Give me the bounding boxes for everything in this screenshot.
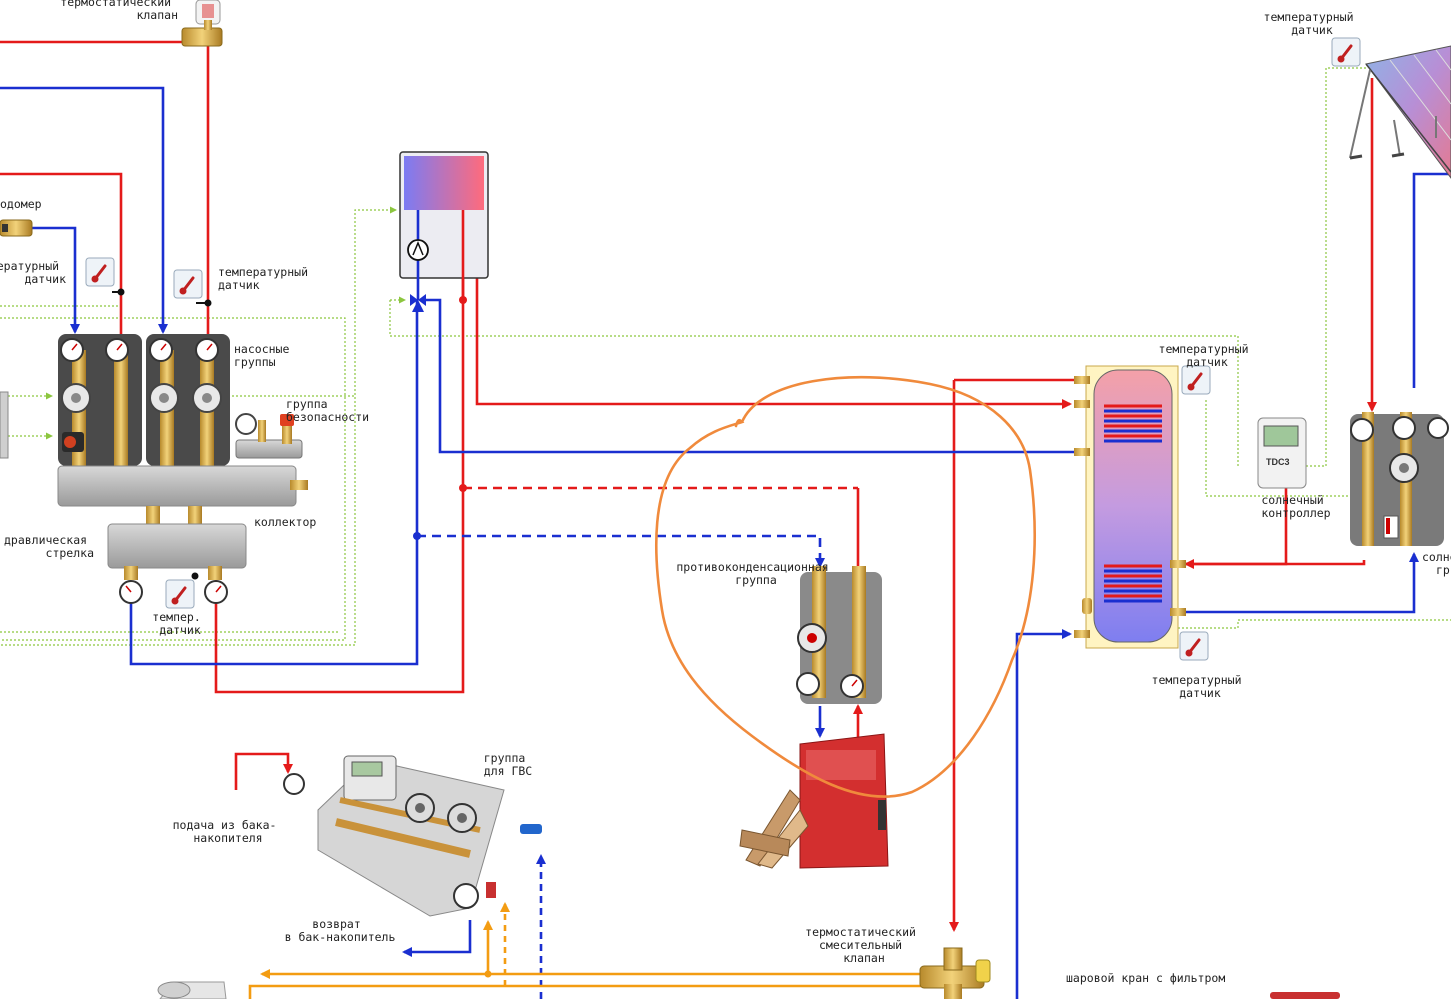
- pump-icon: [405, 793, 435, 823]
- pump-icon: [797, 623, 827, 653]
- supply-junction-dot-2: [459, 484, 467, 492]
- label-collector: коллектор: [254, 515, 316, 529]
- dhw-group: [283, 755, 542, 917]
- solar-controller: TDC3: [1257, 417, 1307, 489]
- label-temp-sensor-tank-bottom: температурный датчик: [1152, 673, 1249, 700]
- solar-panels: [1349, 45, 1451, 179]
- gauge-icon: [60, 338, 84, 362]
- gauge-icon: [796, 672, 820, 696]
- gauge-icon: [1427, 417, 1449, 439]
- firewood-icon: [739, 789, 809, 869]
- solar-controller-model: TDC3: [1266, 457, 1290, 467]
- pump-icon: [1389, 453, 1419, 483]
- label-ball-valve-filter: шаровой кран с фильтром: [1066, 971, 1225, 985]
- label-anticondensation: противоконденсационная группа: [676, 560, 835, 587]
- anticondensation-group: [796, 566, 882, 704]
- thermometer-icon: [1179, 631, 1209, 661]
- label-hydraulic-arrow: дравлическая стрелка: [4, 533, 94, 560]
- gauge-icon: [195, 338, 219, 362]
- gauge-icon: [840, 674, 864, 698]
- return-pipes: [0, 86, 1451, 999]
- thermostatic-mixing-valve: [919, 947, 991, 999]
- dhw-junction-dot: [484, 970, 492, 978]
- label-temp-sensor-short: темпер. датчик: [152, 610, 207, 637]
- gauge-icon: [204, 580, 228, 604]
- thermometer-icon: [85, 257, 115, 287]
- storage-tank: [1074, 365, 1186, 649]
- thermometer-icon: [1331, 37, 1361, 67]
- ball-valve-filter: [1270, 992, 1340, 999]
- flowmeter: [0, 219, 33, 237]
- boiler-box: [399, 151, 489, 312]
- return-junction-dot: [413, 532, 421, 540]
- gauge-icon: [119, 580, 143, 604]
- pump-groups: [58, 334, 230, 466]
- label-pump-groups: насосные группы: [234, 342, 296, 369]
- label-temp-sensor-left: ературный датчик: [0, 259, 66, 286]
- label-solar-controller: солнечный контроллер: [1261, 493, 1330, 520]
- label-flowmeter: одомер: [0, 197, 42, 211]
- collector: [57, 465, 308, 526]
- pump-icon: [447, 803, 477, 833]
- shower-icon: [157, 981, 227, 999]
- label-thermostatic-valve-top: термостатический клапан: [60, 0, 178, 22]
- solar-pump-group: [1350, 412, 1449, 546]
- safety-group: [235, 413, 303, 459]
- temp-sensor-icons: [85, 37, 1361, 661]
- gauge-icon: [1350, 418, 1374, 442]
- thermometer-icon: [165, 579, 195, 609]
- label-solar-group-partial: солне гр: [1422, 550, 1451, 577]
- gauge-icon: [1392, 416, 1416, 440]
- label-return-to-tank: возврат в бак-накопитель: [285, 917, 396, 944]
- pump-icon: [192, 383, 222, 413]
- left-edge-device: [0, 391, 9, 459]
- label-dhw-group: группа для ГВС: [484, 751, 533, 778]
- three-way-valve-icon: [410, 294, 426, 312]
- gauge-icon: [105, 338, 129, 362]
- label-temp-sensor-tank-top: температурный датчик: [1159, 342, 1256, 369]
- pump-icon: [149, 383, 179, 413]
- label-supply-from-tank: подача из бака- накопителя: [173, 818, 284, 845]
- gauge-icon: [453, 883, 479, 909]
- gauge-icon: [283, 773, 305, 795]
- label-temp-sensor-solar: температурный датчик: [1264, 10, 1361, 37]
- label-safety-group: группа безопасности: [286, 397, 369, 424]
- label-thermostatic-mixing-valve: термостатический смесительный клапан: [805, 925, 923, 965]
- gauge-icon: [149, 338, 173, 362]
- pump-icon: [407, 239, 429, 261]
- thermometer-icon: [173, 269, 203, 299]
- dashed-return-to-anticondensation: [417, 534, 825, 568]
- hand-drawn-highlight-circle: [654, 375, 1036, 798]
- thermostatic-valve-top: [181, 0, 223, 47]
- label-temp-sensor-mid: температурный датчик: [218, 265, 315, 292]
- solid-fuel-boiler: [799, 733, 889, 869]
- hydraulic-arrow: [107, 523, 247, 604]
- thermometer-icon: [1181, 365, 1211, 395]
- pump-icon: [61, 383, 91, 413]
